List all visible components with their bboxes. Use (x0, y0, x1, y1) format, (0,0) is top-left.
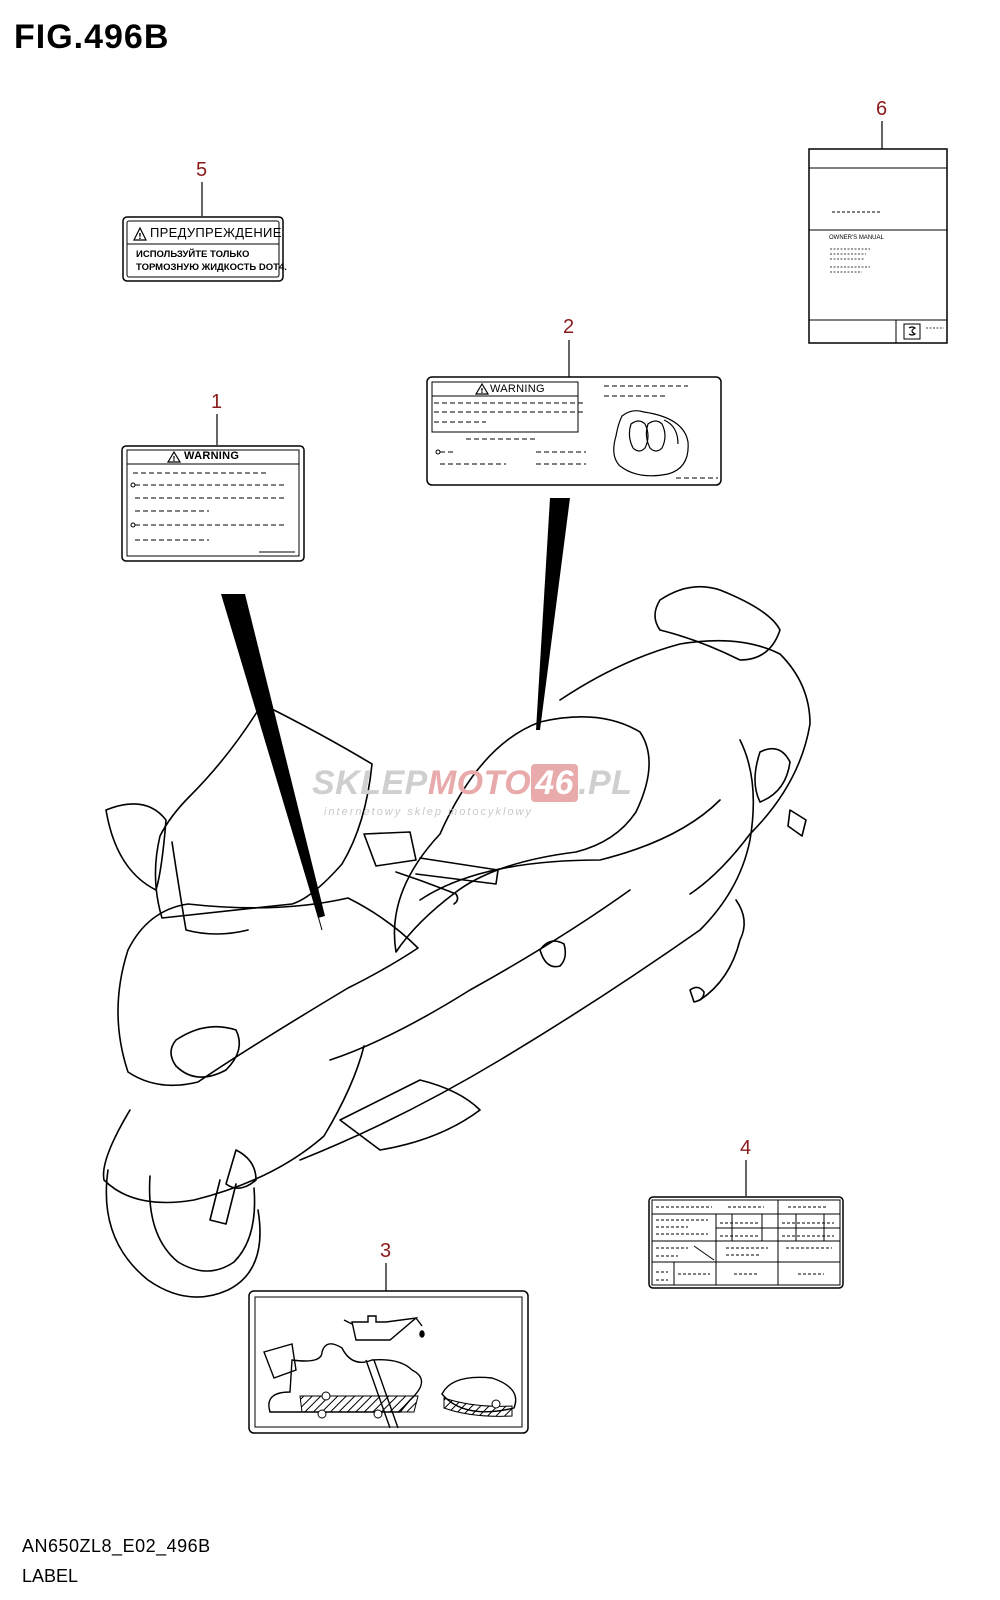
warning-triangle-icon (133, 226, 147, 241)
label-3-oil-level[interactable] (248, 1290, 529, 1434)
russian-warning-line2: ТОРМОЗНУЮ ЖИДКОСТЬ DOT4. (136, 262, 287, 273)
svg-text:!: ! (138, 232, 142, 241)
watermark-brand-d: .PL (578, 764, 633, 802)
callout-3: 3 (380, 1240, 392, 1262)
warning-small-title: WARNING (184, 450, 240, 462)
russian-warning-line1: ИСПОЛЬЗУЙТЕ ТОЛЬКО (136, 249, 250, 260)
callout-6: 6 (876, 98, 888, 120)
pointer-label-2 (536, 498, 570, 730)
warning-large-title: WARNING (490, 383, 545, 395)
callout-2: 2 (563, 316, 575, 338)
warning-triangle-icon (166, 450, 182, 463)
watermark-brand-a: SKLEP (312, 764, 428, 802)
figure-title: FIG.496B (14, 18, 170, 56)
svg-text:!: ! (172, 455, 175, 463)
figure-code: AN650ZL8_E02_496B (22, 1536, 211, 1556)
figure-caption: LABEL (22, 1566, 79, 1586)
label-4-spec-table[interactable] (648, 1196, 844, 1289)
oil-can-icon (343, 1315, 425, 1341)
label-5-russian-warning[interactable]: ! ПРЕДУПРЕЖДЕНИЕ ИСПОЛЬЗУЙТЕ ТОЛЬКО ТОРМ… (122, 216, 287, 282)
callout-1: 1 (211, 391, 223, 413)
watermark-brand-b: MOTO (427, 764, 532, 802)
svg-text:!: ! (480, 387, 483, 395)
suzuki-logo-icon (903, 323, 921, 340)
label-2-warning[interactable]: ! WARNING (426, 376, 722, 486)
label-1-warning[interactable]: ! WARNING (121, 445, 305, 562)
callout-5: 5 (196, 159, 208, 181)
warning-triangle-icon (474, 382, 490, 395)
russian-warning-title: ПРЕДУПРЕЖДЕНИЕ (150, 225, 282, 240)
watermark-tagline: internetowy sklep motocyklowy (324, 806, 534, 818)
watermark-brand-c: 46 (531, 764, 579, 802)
label-6-owners-manual[interactable]: OWNER'S MANUAL (808, 148, 948, 344)
owners-manual-title: OWNER'S MANUAL (829, 235, 884, 241)
callout-4: 4 (740, 1137, 752, 1159)
helmet-icon (613, 410, 689, 477)
